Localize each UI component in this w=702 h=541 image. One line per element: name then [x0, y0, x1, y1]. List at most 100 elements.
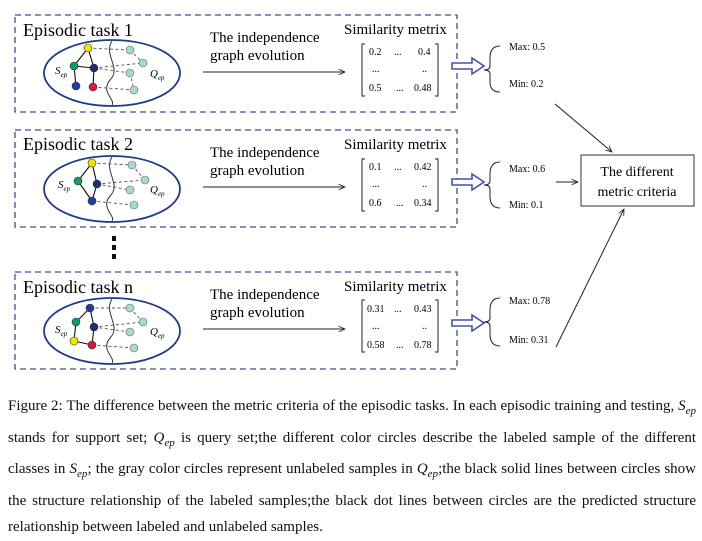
task-1-min: Min: 0.2: [509, 79, 543, 90]
task-n-evolution-line1: The independence: [210, 287, 320, 303]
svg-text:...: ...: [394, 47, 402, 58]
task-2-evolution-line1: The independence: [210, 145, 320, 161]
svg-text:...: ...: [396, 198, 404, 209]
svg-text:0.58: 0.58: [367, 340, 385, 351]
task-n-node-blue: [85, 303, 95, 313]
task-n-min: Min: 0.31: [509, 335, 548, 346]
task-n-hollow-arrow: [451, 314, 485, 332]
svg-text:0.31: 0.31: [367, 304, 385, 315]
task-1-hollow-arrow: [451, 57, 485, 75]
task-2-support-set-label: Sep: [58, 179, 71, 193]
svg-text:..: ..: [422, 321, 427, 332]
task-n-unlabeled-node: [125, 327, 135, 337]
svg-text:0.4: 0.4: [418, 47, 431, 58]
task-n-node-green: [71, 317, 81, 327]
task-1-matrix-label: Similarity metrix: [344, 22, 447, 38]
arrow-task-n-to-criteria: [555, 209, 624, 348]
svg-text:0.43: 0.43: [414, 304, 432, 315]
task-n-support-set-label: Sep: [55, 324, 68, 338]
task-2-unlabeled-node: [125, 185, 135, 195]
svg-text:...: ...: [396, 340, 404, 351]
task-2-node-yellow: [87, 158, 97, 168]
task-2-query-set-label: Qep: [150, 184, 165, 198]
svg-text:0.6: 0.6: [369, 198, 382, 209]
task-1-node-red: [88, 82, 98, 92]
task-2-unlabeled-node: [129, 200, 139, 210]
task-n-ellipse: [43, 297, 181, 365]
task-2-evolution-line2: graph evolution: [210, 163, 305, 179]
task-1-unlabeled-node: [138, 58, 148, 68]
task-n-node-yellow: [69, 336, 79, 346]
task-2-unlabeled-node: [140, 175, 150, 185]
task-1-ellipse: [43, 39, 181, 107]
task-2-hollow-arrow: [451, 173, 485, 191]
task-2-node-navy: [92, 179, 102, 189]
task-1-matrix: 0.2 ... 0.4 ... .. 0.5 ... 0.48: [361, 43, 439, 97]
task-n-node-red: [87, 340, 97, 350]
task-2-matrix: 0.1 ... 0.42 ... .. 0.6 ... 0.34: [361, 158, 439, 212]
svg-text:..: ..: [422, 64, 427, 75]
criteria-line2: metric criteria: [598, 185, 678, 200]
svg-text:...: ...: [394, 162, 402, 173]
svg-text:0.2: 0.2: [369, 47, 382, 58]
task-2-matrix-label: Similarity metrix: [344, 137, 447, 153]
arrow-task-1-to-criteria: [554, 103, 612, 152]
task-2-min: Min: 0.1: [509, 200, 543, 211]
figure-caption: Figure 2: The difference between the met…: [8, 398, 696, 535]
task-n-unlabeled-node: [129, 343, 139, 353]
task-2-ellipse: [43, 155, 181, 223]
task-2-unlabeled-node: [127, 160, 137, 170]
metric-criteria-box: The different metric criteria: [580, 154, 695, 207]
task-1-node-blue: [71, 81, 81, 91]
svg-text:0.1: 0.1: [369, 162, 382, 173]
svg-text:0.34: 0.34: [414, 198, 432, 209]
task-n-unlabeled-node: [138, 317, 148, 327]
svg-text:0.78: 0.78: [414, 340, 432, 351]
task-1-node-yellow: [83, 43, 93, 53]
task-2-divider: [106, 156, 115, 222]
task-n-brace: [483, 297, 501, 347]
task-1-unlabeled-node: [125, 45, 135, 55]
task-1-title: Episodic task 1: [23, 20, 133, 40]
task-2-graph: Sep Qep: [43, 155, 181, 223]
task-n-max: Max: 0.78: [509, 296, 550, 307]
episodic-task-2: Episodic task 2 Sep Qep: [14, 129, 485, 228]
more-tasks-ellipsis: [112, 236, 116, 259]
svg-text:...: ...: [372, 321, 380, 332]
task-1-node-navy: [89, 63, 99, 73]
task-2-brace: [483, 161, 501, 209]
svg-text:..: ..: [422, 179, 427, 190]
diagram: Episodic task 1: [14, 14, 695, 370]
task-n-graph: Sep Qep: [43, 297, 181, 365]
task-1-evolution-line1: The independence: [210, 30, 320, 46]
svg-text:0.42: 0.42: [414, 162, 432, 173]
svg-text:0.48: 0.48: [414, 83, 432, 94]
criteria-line1: The different: [600, 165, 673, 180]
task-n-node-navy: [89, 322, 99, 332]
svg-text:...: ...: [396, 83, 404, 94]
task-n-query-set-label: Qep: [150, 326, 165, 340]
task-1-divider: [106, 40, 115, 106]
task-n-divider: [106, 298, 115, 364]
task-1-node-green: [69, 61, 79, 71]
task-1-brace: [483, 45, 501, 93]
task-2-title: Episodic task 2: [23, 134, 133, 154]
svg-text:...: ...: [372, 64, 380, 75]
task-1-query-set-label: Qep: [150, 68, 165, 82]
svg-text:...: ...: [372, 179, 380, 190]
episodic-task-n: Episodic task n Se: [14, 271, 485, 370]
svg-text:...: ...: [394, 304, 402, 315]
task-2-max: Max: 0.6: [509, 164, 545, 175]
episodic-task-1: Episodic task 1: [14, 14, 485, 113]
task-n-title: Episodic task n: [23, 277, 133, 297]
task-1-unlabeled-node: [125, 68, 135, 78]
task-n-matrix: 0.31 ... 0.43 ... .. 0.58 ... 0.78: [361, 299, 439, 353]
task-1-graph: Sep Qep: [43, 39, 181, 107]
task-1-evolution-line2: graph evolution: [210, 48, 305, 64]
svg-text:0.5: 0.5: [369, 83, 382, 94]
task-1-unlabeled-node: [129, 85, 139, 95]
task-n-unlabeled-node: [125, 303, 135, 313]
task-n-matrix-label: Similarity metrix: [344, 279, 447, 295]
task-n-evolution-line2: graph evolution: [210, 305, 305, 321]
task-1-max: Max: 0.5: [509, 42, 545, 53]
